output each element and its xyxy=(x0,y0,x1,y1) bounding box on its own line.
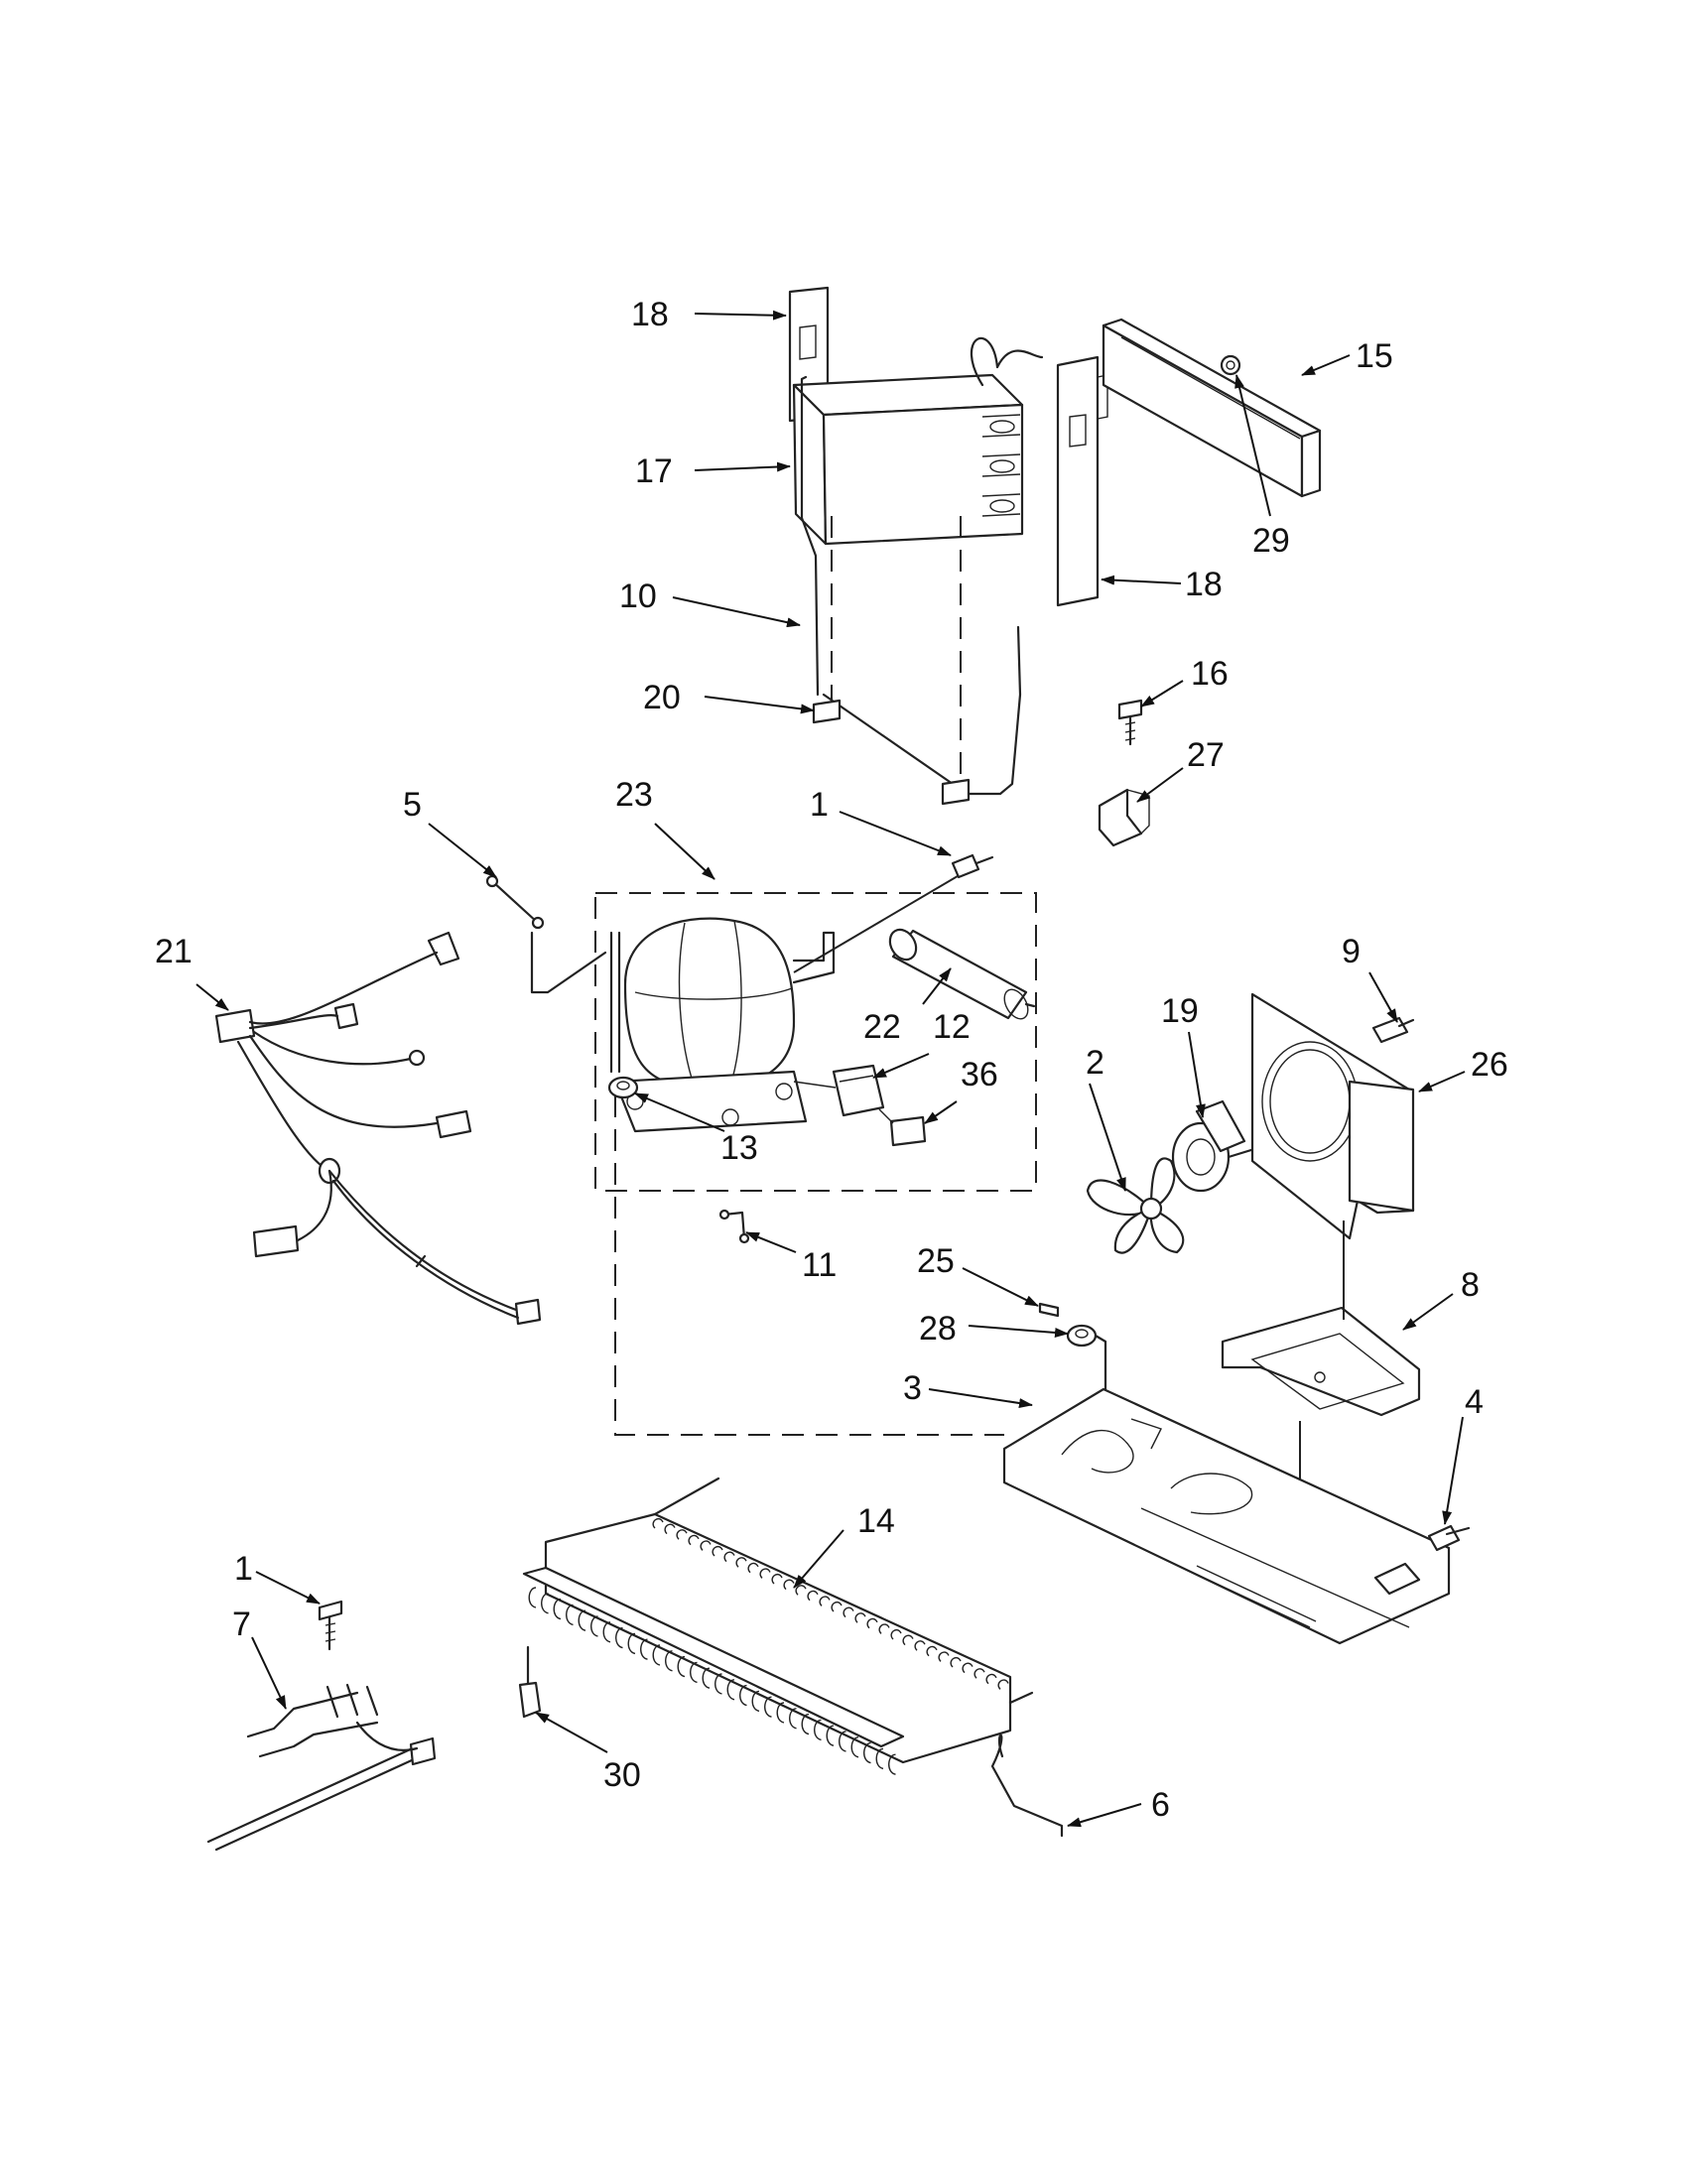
callout-8: 8 xyxy=(1461,1266,1480,1304)
callout-1-bottom: 1 xyxy=(234,1550,253,1588)
callout-18-lower: 18 xyxy=(1185,566,1223,603)
clip-25 xyxy=(1038,1302,1060,1318)
callout-labels: 18 17 10 20 15 29 18 16 27 5 23 1 21 22 … xyxy=(155,296,1508,1824)
wire-11 xyxy=(718,1209,750,1244)
cover-panel xyxy=(1102,318,1322,498)
callout-29: 29 xyxy=(1252,522,1290,560)
callout-12: 12 xyxy=(933,1008,971,1046)
heater-7 xyxy=(206,1683,437,1852)
screw-4 xyxy=(1427,1524,1471,1552)
compressor-assembly xyxy=(530,872,1037,1192)
callout-11: 11 xyxy=(802,1246,837,1284)
callout-16: 16 xyxy=(1191,655,1229,693)
wire-harness-21 xyxy=(214,931,542,1326)
callout-2: 2 xyxy=(1086,1044,1104,1082)
base-plate-3 xyxy=(1002,1387,1451,1645)
condenser-14 xyxy=(522,1477,1034,1775)
callout-20: 20 xyxy=(643,679,681,716)
callout-17: 17 xyxy=(635,452,673,490)
callout-36: 36 xyxy=(961,1056,998,1093)
fan-shroud-26 xyxy=(1250,992,1415,1240)
callout-22: 22 xyxy=(863,1008,901,1046)
callout-1-top: 1 xyxy=(810,786,829,824)
callout-9: 9 xyxy=(1342,933,1361,970)
callout-28: 28 xyxy=(919,1310,957,1348)
callout-4: 4 xyxy=(1465,1383,1484,1421)
screw-1-top xyxy=(951,853,994,879)
callout-19: 19 xyxy=(1161,992,1199,1030)
bracket-8 xyxy=(1221,1220,1421,1572)
screw-16 xyxy=(1117,699,1143,746)
callout-7: 7 xyxy=(232,1606,251,1643)
heater-assembly xyxy=(800,375,1022,806)
screw-9 xyxy=(1371,1016,1415,1044)
callout-21: 21 xyxy=(155,933,193,970)
fan-blade-2 xyxy=(1086,1157,1185,1254)
callout-14: 14 xyxy=(857,1502,895,1540)
compressor-mount-line xyxy=(614,1095,1004,1436)
grommet-28 xyxy=(1066,1324,1107,1391)
clip-30 xyxy=(518,1645,542,1719)
callout-15: 15 xyxy=(1356,337,1393,375)
callout-23: 23 xyxy=(615,776,653,814)
callout-6: 6 xyxy=(1151,1786,1170,1824)
screw-1-bottom xyxy=(318,1600,343,1651)
callout-27: 27 xyxy=(1187,736,1225,774)
wire-5 xyxy=(485,874,545,930)
fan-motor-19 xyxy=(1171,1099,1282,1193)
drain-tube-6 xyxy=(990,1734,1064,1838)
callout-5: 5 xyxy=(403,786,422,824)
callout-25: 25 xyxy=(917,1242,955,1280)
callout-30: 30 xyxy=(603,1756,641,1794)
callout-18-upper: 18 xyxy=(631,296,669,333)
leader-lines xyxy=(195,310,1466,1828)
callout-26: 26 xyxy=(1471,1046,1508,1084)
callout-10: 10 xyxy=(619,578,657,615)
callout-13: 13 xyxy=(720,1129,758,1167)
callout-3: 3 xyxy=(903,1369,922,1407)
screw-29 xyxy=(1220,354,1241,376)
evaporator-assembly xyxy=(788,286,1108,774)
